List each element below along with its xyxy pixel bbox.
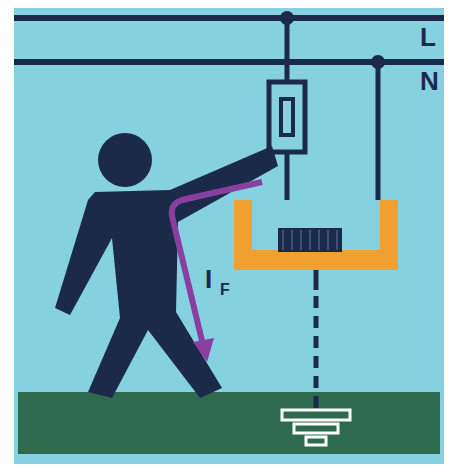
- person-body: [55, 146, 278, 398]
- background: [14, 8, 444, 464]
- current-symbol: I: [205, 266, 212, 292]
- line-label: L: [420, 24, 436, 50]
- terminal-block: [278, 228, 342, 252]
- fault-current-arrow: [172, 182, 262, 345]
- fuse-symbol: [269, 82, 305, 152]
- arrow-head: [193, 338, 214, 362]
- terminal-stripes: [283, 230, 337, 250]
- phase-drop: [285, 18, 290, 82]
- floor: [18, 392, 440, 454]
- fuse-element: [281, 99, 293, 135]
- person-head: [98, 133, 152, 187]
- earth-symbol: [282, 410, 350, 445]
- earth-wire: [314, 270, 319, 290]
- neutral-label: N: [420, 68, 439, 94]
- appliance-housing: [234, 200, 398, 270]
- current-subscript: F: [220, 282, 230, 298]
- earth-wire-dashed: [314, 296, 319, 408]
- line-wire: [14, 15, 444, 21]
